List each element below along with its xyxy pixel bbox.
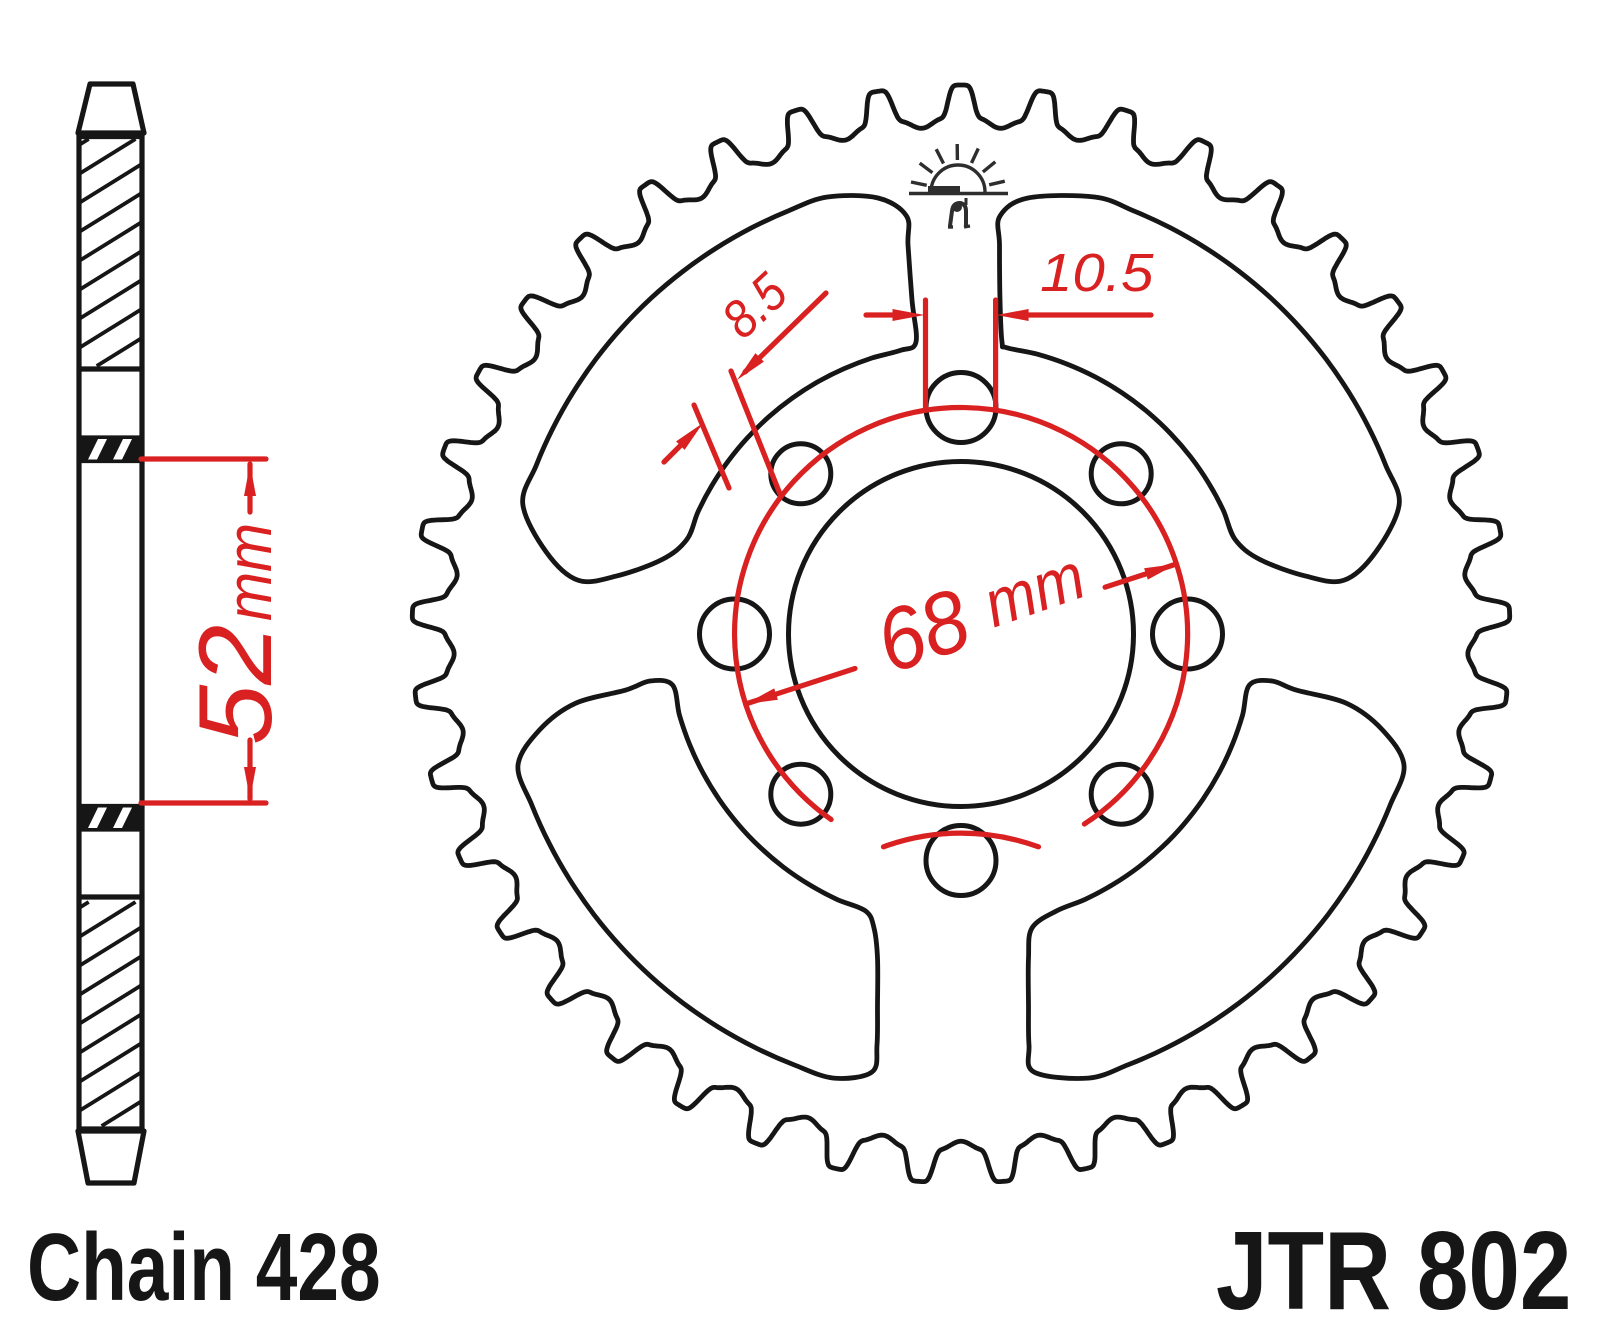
- svg-text:JTR 802: JTR 802: [1216, 1208, 1571, 1332]
- svg-text:52: 52: [178, 625, 294, 745]
- svg-text:10.5: 10.5: [1040, 242, 1154, 303]
- svg-text:mm: mm: [214, 523, 286, 621]
- svg-text:Chain 428: Chain 428: [27, 1214, 381, 1321]
